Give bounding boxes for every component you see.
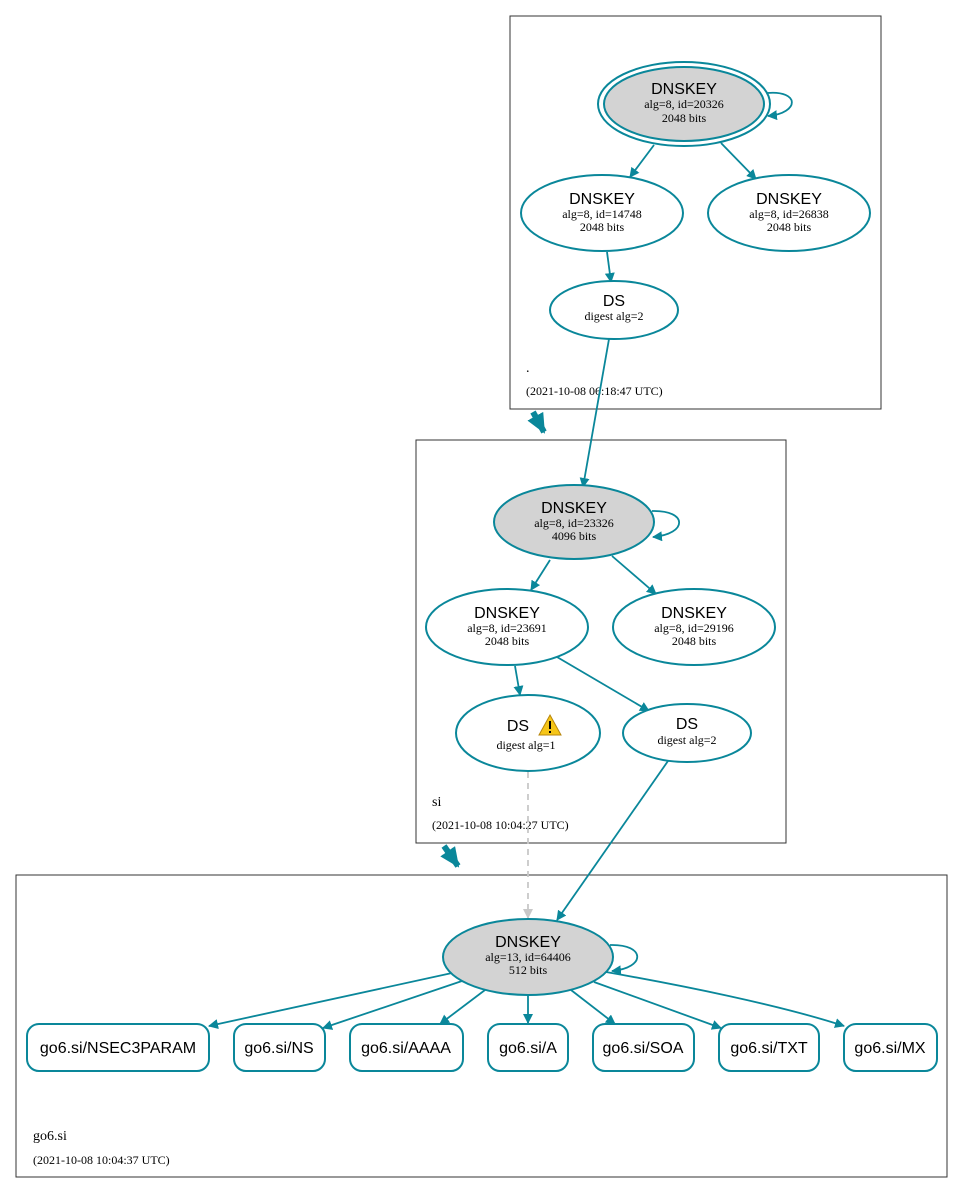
node-root-zsk1-line2: 2048 bits bbox=[580, 220, 625, 234]
zone-go6-name: go6.si bbox=[33, 1129, 67, 1144]
rrset-ns-label: go6.si/NS bbox=[244, 1040, 313, 1057]
node-root-zsk2[interactable]: DNSKEY alg=8, id=26838 2048 bits bbox=[707, 174, 871, 252]
self-loop-go6-key bbox=[609, 944, 639, 976]
rrset-nsec3param-box bbox=[26, 1023, 210, 1072]
rrset-aaaa-box bbox=[349, 1023, 464, 1072]
edge-si-ksk-zsk2 bbox=[611, 555, 657, 595]
node-root-zsk2-title: DNSKEY bbox=[756, 191, 822, 208]
node-root-ksk-shape bbox=[603, 66, 765, 142]
rrset-aaaa-label: go6.si/AAAA bbox=[361, 1040, 451, 1057]
node-go6-key-shape bbox=[442, 918, 614, 996]
zone-si-name: si bbox=[432, 795, 441, 810]
node-si-zsk2-line1: alg=8, id=29196 bbox=[654, 621, 734, 635]
rrset-soa-box bbox=[592, 1023, 695, 1072]
node-si-ksk-line2: 4096 bits bbox=[552, 529, 597, 543]
rrset-txt[interactable]: go6.si/TXT bbox=[718, 1023, 820, 1072]
rrset-txt-label: go6.si/TXT bbox=[730, 1040, 808, 1057]
rrset-mx-label: go6.si/MX bbox=[854, 1040, 925, 1057]
rrset-ns[interactable]: go6.si/NS bbox=[233, 1023, 326, 1072]
rrset-a[interactable]: go6.si/A bbox=[487, 1023, 569, 1072]
zone-si-box bbox=[415, 439, 787, 844]
rrset-nsec3param[interactable]: go6.si/NSEC3PARAM bbox=[26, 1023, 210, 1072]
node-si-zsk2-title: DNSKEY bbox=[661, 605, 727, 622]
zone-si-timestamp: (2021-10-08 10:04:27 UTC) bbox=[432, 818, 569, 832]
node-root-ds[interactable]: DS digest alg=2 bbox=[549, 280, 679, 340]
node-root-zsk2-shape bbox=[707, 174, 871, 252]
self-loop-si-ksk bbox=[651, 510, 680, 542]
edge-root-ksk-zsk1 bbox=[629, 144, 655, 178]
edge-go6-key-soa bbox=[570, 989, 616, 1025]
edge-go6-key-aaaa bbox=[439, 989, 486, 1025]
node-root-zsk1[interactable]: DNSKEY alg=8, id=14748 2048 bits bbox=[520, 174, 684, 252]
zone-root-name: . bbox=[526, 361, 530, 376]
rrset-a-label: go6.si/A bbox=[499, 1040, 557, 1057]
edge-si-zsk1-ds1 bbox=[513, 665, 524, 696]
node-go6-key-line1: alg=13, id=64406 bbox=[485, 950, 571, 964]
node-si-zsk2[interactable]: DNSKEY alg=8, id=29196 2048 bits bbox=[612, 588, 776, 666]
rrset-aaaa[interactable]: go6.si/AAAA bbox=[349, 1023, 464, 1072]
node-si-ds1[interactable]: DS digest alg=1 bbox=[455, 694, 601, 772]
node-si-ds2-line1: digest alg=2 bbox=[657, 733, 716, 747]
self-loop-root-ksk bbox=[766, 91, 793, 121]
edge-go6-key-mx bbox=[605, 971, 845, 1028]
rrset-nsec3param-label: go6.si/NSEC3PARAM bbox=[40, 1040, 196, 1057]
node-si-ds1-shape bbox=[455, 694, 601, 772]
node-root-zsk1-shape bbox=[520, 174, 684, 252]
node-si-ds1-title: DS bbox=[507, 718, 529, 735]
edge-root-zsk1-ds bbox=[604, 251, 615, 283]
zone-root-timestamp: (2021-10-08 06:18:47 UTC) bbox=[526, 384, 663, 398]
edge-root-ds-si-ksk bbox=[579, 338, 610, 488]
zone-root-box bbox=[509, 15, 882, 410]
node-root-ds-title: DS bbox=[603, 293, 625, 310]
node-root-zsk2-line1: alg=8, id=26838 bbox=[749, 207, 829, 221]
rrset-a-box bbox=[487, 1023, 569, 1072]
node-root-zsk2-line2: 2048 bits bbox=[767, 220, 812, 234]
node-si-zsk2-shape bbox=[612, 588, 776, 666]
node-root-ksk-line1: alg=8, id=20326 bbox=[644, 97, 724, 111]
node-root-ksk[interactable]: DNSKEY alg=8, id=20326 2048 bits bbox=[597, 61, 771, 147]
node-root-ksk-line2: 2048 bits bbox=[662, 111, 707, 125]
rrset-soa-label: go6.si/SOA bbox=[603, 1040, 684, 1057]
warning-icon bbox=[538, 713, 562, 736]
node-si-ksk-title: DNSKEY bbox=[541, 500, 607, 517]
node-root-ds-shape bbox=[549, 280, 679, 340]
node-si-ds2[interactable]: DS digest alg=2 bbox=[622, 703, 752, 763]
node-si-ds2-title: DS bbox=[676, 716, 698, 733]
edge-root-ksk-zsk2 bbox=[720, 142, 757, 180]
node-go6-key-title: DNSKEY bbox=[495, 934, 561, 951]
node-si-zsk1-line2: 2048 bits bbox=[485, 634, 530, 648]
node-si-zsk1-line1: alg=8, id=23691 bbox=[467, 621, 547, 635]
node-si-zsk1-shape bbox=[425, 588, 589, 666]
delegation-edge-root-si bbox=[527, 410, 547, 434]
node-si-ds1-line1: digest alg=1 bbox=[496, 738, 555, 752]
node-root-zsk1-title: DNSKEY bbox=[569, 191, 635, 208]
rrset-mx[interactable]: go6.si/MX bbox=[843, 1023, 938, 1072]
node-root-zsk1-line1: alg=8, id=14748 bbox=[562, 207, 642, 221]
node-si-ds2-shape bbox=[622, 703, 752, 763]
rrset-mx-box bbox=[843, 1023, 938, 1072]
edge-go6-key-ns bbox=[322, 980, 463, 1030]
edge-go6-key-nsec3param bbox=[208, 972, 453, 1029]
node-si-zsk2-line2: 2048 bits bbox=[672, 634, 717, 648]
delegation-edge-si-go6 bbox=[440, 844, 461, 868]
node-si-ksk-shape bbox=[493, 484, 655, 560]
zone-go6-box bbox=[15, 874, 948, 1178]
node-root-ksk-title: DNSKEY bbox=[651, 81, 717, 98]
edge-si-ksk-zsk1 bbox=[530, 559, 551, 591]
node-go6-key[interactable]: DNSKEY alg=13, id=64406 512 bits bbox=[442, 918, 614, 996]
node-root-ds-line1: digest alg=2 bbox=[584, 309, 643, 323]
rrset-ns-box bbox=[233, 1023, 326, 1072]
node-si-zsk1[interactable]: DNSKEY alg=8, id=23691 2048 bits bbox=[425, 588, 589, 666]
edge-go6-key-txt bbox=[593, 981, 722, 1030]
node-go6-key-line2: 512 bits bbox=[509, 963, 548, 977]
node-si-zsk1-title: DNSKEY bbox=[474, 605, 540, 622]
node-si-ksk[interactable]: DNSKEY alg=8, id=23326 4096 bits bbox=[493, 484, 655, 560]
edge-si-ds2-go6-key bbox=[556, 760, 669, 921]
zone-go6-timestamp: (2021-10-08 10:04:37 UTC) bbox=[33, 1153, 170, 1167]
rrset-txt-box bbox=[718, 1023, 820, 1072]
node-si-ksk-line1: alg=8, id=23326 bbox=[534, 516, 614, 530]
edge-si-zsk1-ds2 bbox=[556, 656, 650, 712]
rrset-soa[interactable]: go6.si/SOA bbox=[592, 1023, 695, 1072]
